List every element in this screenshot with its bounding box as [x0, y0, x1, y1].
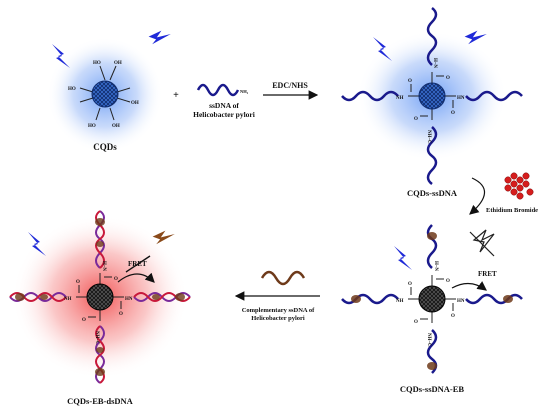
amide-label: HN [457, 299, 465, 304]
cqds-ssdna-eb-panel: H–N O NH–C O NH O HN O FRET CQDs-ssDNA-E… [341, 224, 523, 394]
fret-arrow [117, 272, 155, 283]
carbon-dot-core [418, 82, 446, 110]
lightning-icon [394, 246, 412, 270]
lightning-icon [52, 44, 70, 68]
complementary-caption: Complementary ssDNA of [242, 307, 315, 314]
quenched-lightning-icon [472, 229, 495, 253]
amide-label: NH [64, 297, 72, 302]
strike-line [469, 231, 495, 257]
lightning-icon [373, 37, 392, 61]
amide-label: O [451, 314, 455, 319]
edc-nhs-label: EDC/NHS [272, 81, 308, 90]
amide-label: O [446, 76, 450, 81]
amide-label: HN [125, 297, 133, 302]
carbon-dot-core [86, 283, 114, 311]
ssdna-reagent: NH₂ ssDNA of Helicobacter pylori [193, 83, 255, 119]
amide-label: NH [396, 299, 404, 304]
amide-label: H–N [433, 261, 438, 271]
amide-label: O [119, 312, 123, 317]
ssdna-caption: Helicobacter pylori [193, 110, 255, 119]
amide-label: HN [457, 96, 465, 101]
ssdna-strand [341, 293, 399, 305]
amide-label: H–N [432, 58, 437, 68]
ssdna-strand [341, 90, 399, 102]
carbon-dot-core [91, 80, 119, 108]
eb-intercalated [351, 232, 513, 370]
strike-line [125, 255, 151, 273]
ssdna-caption: ssDNA of [209, 101, 239, 110]
lightning-icon [148, 30, 171, 45]
group-label: OH [114, 61, 122, 66]
amide-label: NH [396, 96, 404, 101]
amide-label: O [114, 277, 118, 282]
nh2-label: NH₂ [240, 89, 249, 94]
cqds-panel: HO OH HO OH HO OH CQDs [47, 30, 171, 153]
carbon-dot-core [418, 285, 446, 313]
group-label: HO [68, 87, 76, 92]
amide-label: O [76, 280, 80, 285]
group-label: HO [88, 124, 96, 129]
amide-label: O [408, 79, 412, 84]
ethidium-bromide-molecule [504, 172, 534, 200]
group-label: OH [131, 101, 139, 106]
eb-intercalated [15, 218, 185, 376]
ethidium-step: Ethidium Bromide [469, 172, 538, 215]
cqds-label: CQDs [93, 142, 117, 152]
amide-label: NH–C [426, 333, 431, 347]
group-label: HO [93, 61, 101, 66]
ssdna-strand [465, 90, 523, 102]
cqds-ssdna-eb-label: CQDs-ssDNA-EB [400, 384, 465, 394]
complementary-caption: Helicobacter pylori [251, 315, 305, 322]
ssdna-strand [426, 7, 438, 66]
curved-arrow [469, 177, 486, 215]
cqds-eb-dsdna-label: CQDs-EB-dsDNA [67, 396, 134, 406]
plus-sign: + [173, 90, 179, 101]
amide-label: O [82, 318, 86, 323]
amide-label: NH–C [426, 130, 431, 144]
cqds-eb-dsdna-panel: H–N O NH–C O NH O HN O FRET CQDs-EB-dsDN… [9, 210, 191, 406]
brown-lightning-icon [152, 230, 175, 245]
amide-label: NH–C [94, 331, 99, 345]
complementary-step: Complementary ssDNA of Helicobacter pylo… [234, 270, 320, 322]
cqds-ssdna-label: CQDs-ssDNA [407, 188, 458, 198]
amide-label: O [451, 111, 455, 116]
amide-label: H–N [101, 261, 106, 271]
complementary-ssdna-strand [260, 270, 306, 286]
ssdna-strand [426, 126, 438, 185]
amide-label: O [446, 279, 450, 284]
group-label: OH [112, 124, 120, 129]
cqds-ssdna-panel: H–N O NH–C O NH O HN O CQDs-ssDNA [341, 7, 523, 198]
edc-nhs-arrow: EDC/NHS [263, 81, 319, 100]
ssdna-strand [196, 83, 240, 97]
amide-label: O [414, 320, 418, 325]
amide-label: O [408, 282, 412, 287]
fret-label: FRET [478, 270, 497, 278]
ethidium-label: Ethidium Bromide [486, 207, 538, 214]
ssdna-strand [465, 293, 523, 305]
lightning-icon [28, 232, 46, 256]
amide-label: O [414, 117, 418, 122]
fret-arrow [451, 281, 487, 291]
ssdna-strand [426, 224, 438, 269]
lightning-icon [464, 30, 487, 45]
